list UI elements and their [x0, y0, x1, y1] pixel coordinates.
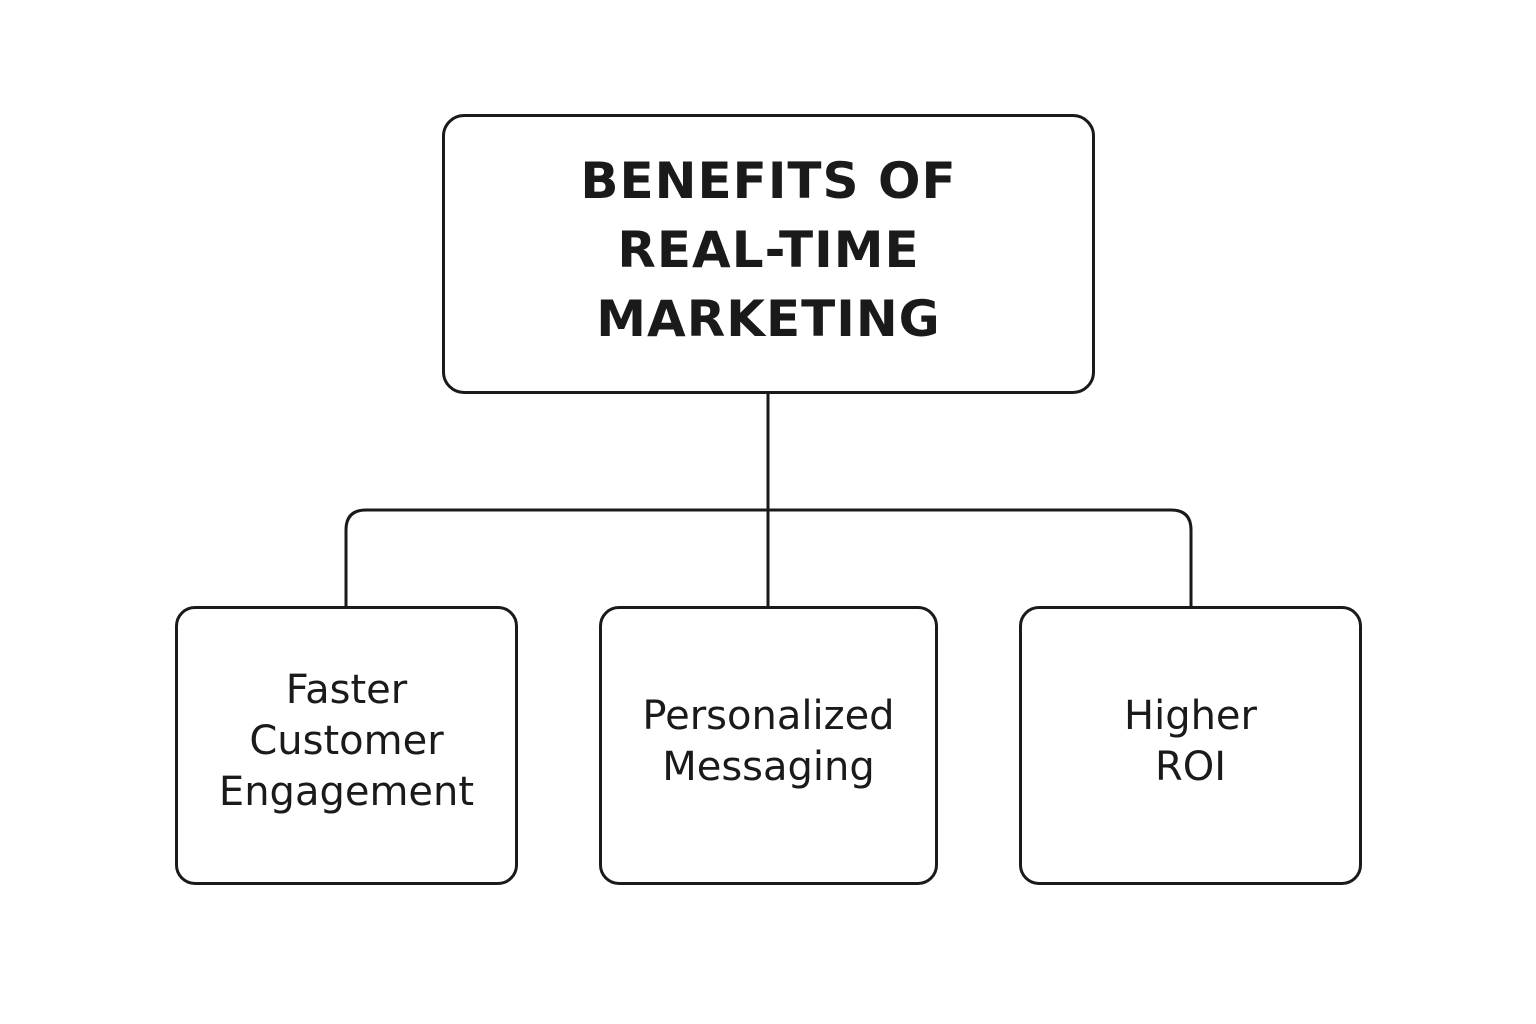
root-node-label: BENEFITS OF REAL-TIME MARKETING [580, 151, 957, 348]
child-node-faster-customer-engagement: Faster Customer Engagement [175, 606, 518, 885]
child-node-label: Faster Customer Engagement [218, 667, 475, 815]
child-node-label: Personalized Messaging [642, 692, 895, 790]
child-node-label: Higher ROI [1124, 692, 1257, 790]
child-node-higher-roi: Higher ROI [1019, 606, 1362, 885]
child-node-personalized-messaging: Personalized Messaging [599, 606, 938, 885]
root-node: BENEFITS OF REAL-TIME MARKETING [442, 114, 1095, 394]
